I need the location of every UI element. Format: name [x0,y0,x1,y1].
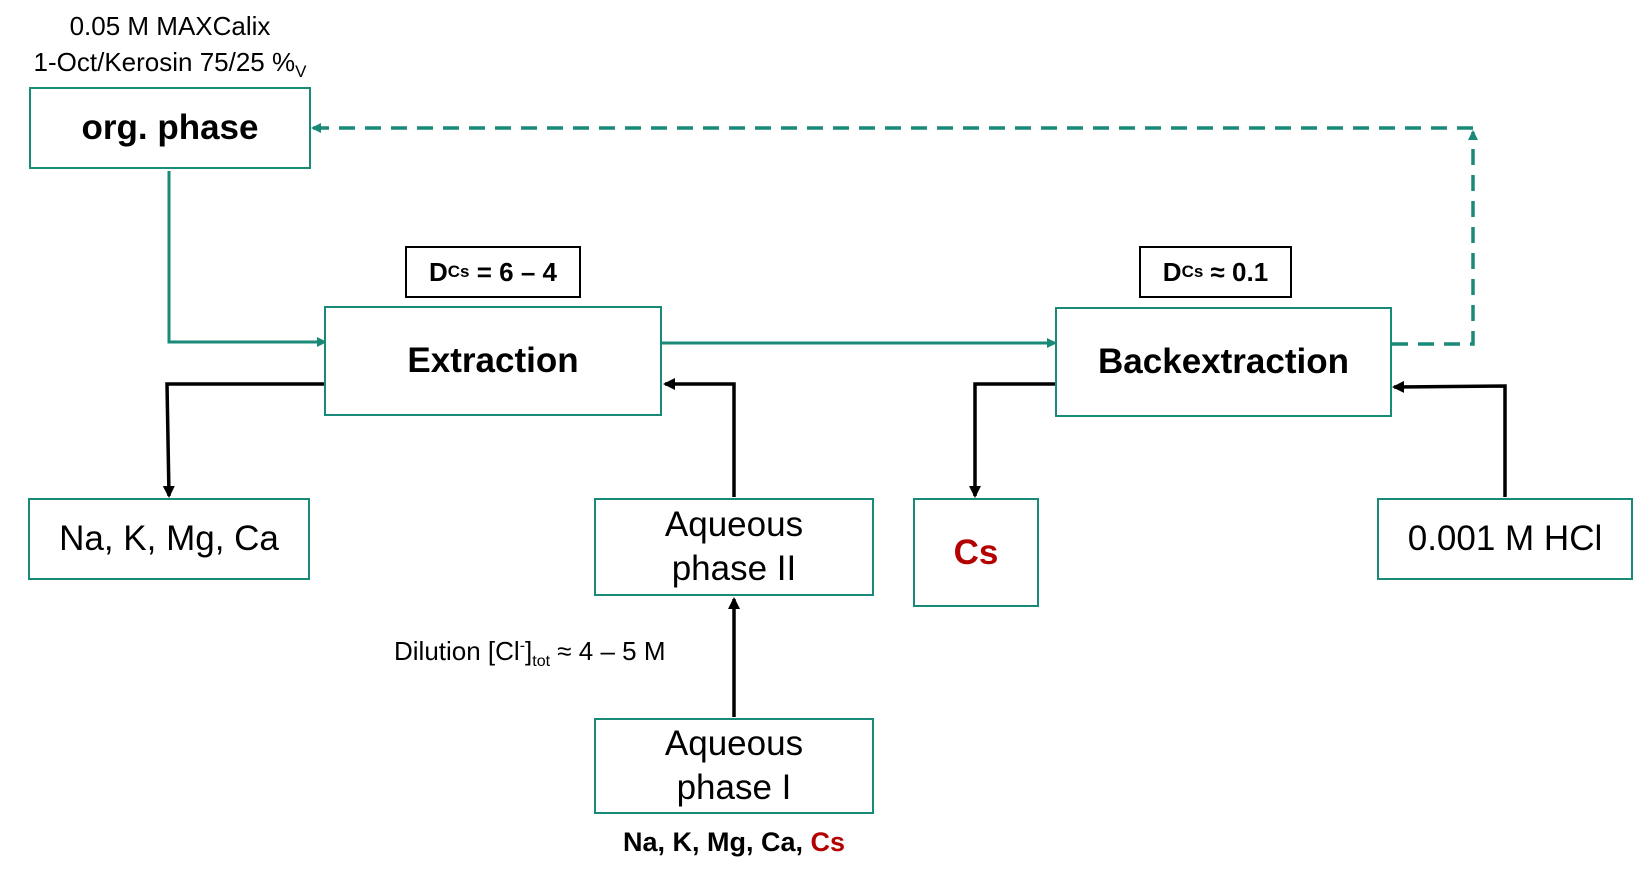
extraction-d-subscript: Cs [447,262,470,281]
extraction-label: Extraction [407,341,579,380]
org-phase-box: org. phase [29,87,311,169]
solvent-line-1: 0.05 M MAXCalix [69,11,271,41]
org-phase-label: org. phase [81,108,259,147]
aqueous-phase-1-line-2: phase I [676,768,792,807]
raffinate-label: Na, K, Mg, Ca [59,519,279,558]
raffinate-box: Na, K, Mg, Ca [28,498,310,580]
backextraction-to-cs-arrow [969,382,1055,498]
backextraction-d-subscript: Cs [1181,262,1204,281]
composition-elements: Na, K, Mg, Ca, [622,827,811,857]
composition-cesium: Cs [810,827,846,857]
aqueous-phase-2-line-2: phase II [671,549,797,588]
extraction-d-value: = 6 – 4 [469,256,557,287]
extraction-box: Extraction [324,306,662,416]
backextraction-box: Backextraction [1055,307,1392,417]
solvent-line-2: 1-Oct/Kerosin 75/25 %V [0,44,340,90]
aqueous-phase-1-composition: Na, K, Mg, Ca, Cs [584,827,884,858]
dilution-note: Dilution [Cl-]tot ≈ 4 – 5 M [394,636,666,671]
dilution-superscript: - [519,637,526,655]
backextraction-d-symbol: D [1162,256,1182,287]
cesium-product-box: Cs [913,498,1039,607]
aqueous-phase-1-box: Aqueous phase I [594,718,874,814]
hcl-to-backextraction-arrow [1392,380,1507,497]
solvent-composition: 0.05 M MAXCalix 1-Oct/Kerosin 75/25 %V [0,8,340,90]
hcl-label: 0.001 M HCl [1407,519,1603,558]
aqueous-phase-2-line-1: Aqueous [664,505,804,544]
org-to-extraction-arrow [167,171,327,347]
dilution-subscript: tot [532,653,551,671]
dilution-suffix: ≈ 4 – 5 M [550,636,666,666]
aqueous2-to-extraction-arrow [663,378,736,497]
cesium-product-label: Cs [953,532,999,572]
dilution-prefix: Dilution [Cl [394,636,520,666]
aqueous-phase-2-box: Aqueous phase II [594,498,874,596]
backextraction-d-value: ≈ 0.1 [1203,256,1269,287]
extraction-d-symbol: D [429,256,448,287]
solvent-ratio-text: 1-Oct/Kerosin 75/25 % [33,47,296,77]
solvent-ratio-subscript: V [295,62,307,82]
dilution-bracket: ] [525,636,533,666]
extraction-to-raffinate-arrow [162,382,324,498]
aqueous-phase-1-line-1: Aqueous [664,724,804,763]
backextraction-label: Backextraction [1098,342,1349,381]
recycle-dashed-arrow [1392,130,1478,346]
hcl-strip-solution-box: 0.001 M HCl [1377,498,1633,580]
